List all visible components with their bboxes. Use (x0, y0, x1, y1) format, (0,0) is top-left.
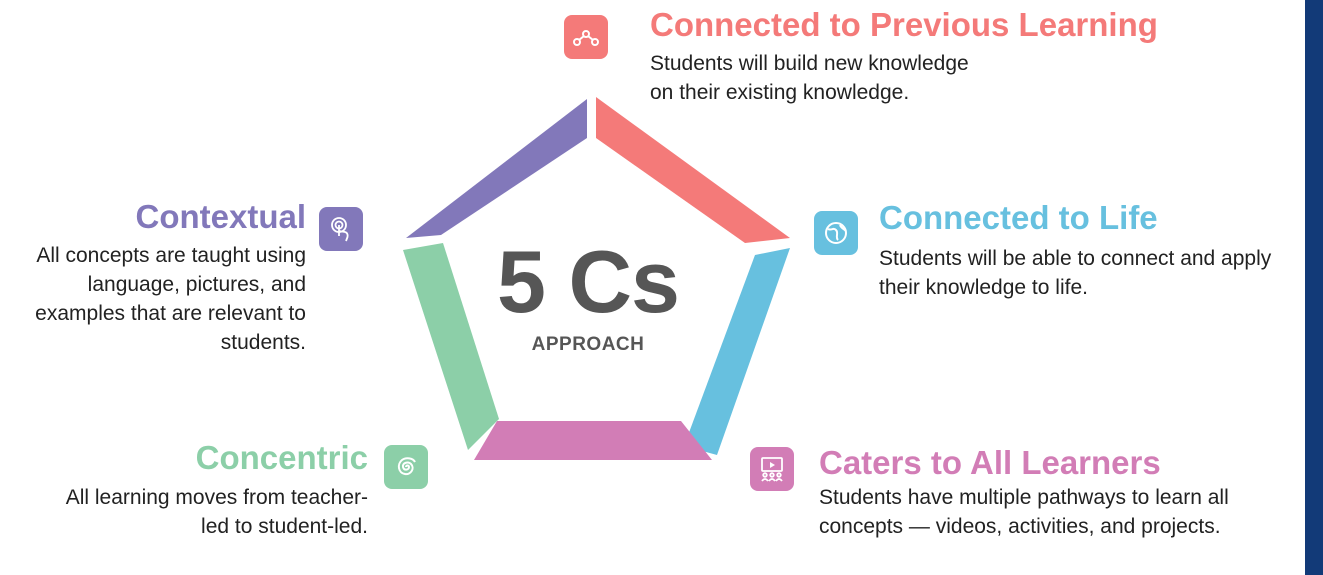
segment-concentric (403, 243, 499, 450)
center-subtitle: APPROACH (531, 334, 645, 355)
desc-concentric: All learning moves from teacher-led to s… (65, 486, 368, 538)
title-contextual: Contextual (135, 198, 306, 235)
desc-all-learners: Students have multiple pathways to learn… (819, 486, 1229, 538)
presentation-screen-icon (750, 447, 794, 491)
title-all-learners: Caters to All Learners (819, 444, 1161, 481)
desc-connected-to-life: Students will be able to connect and app… (879, 247, 1272, 299)
title-connected-to-life: Connected to Life (879, 199, 1158, 236)
touch-hand-icon (319, 207, 363, 251)
globe-icon (814, 211, 858, 255)
segment-previous-learning (596, 97, 790, 243)
segment-all-learners (474, 421, 712, 460)
title-concentric: Concentric (195, 439, 368, 476)
title-previous-learning: Connected to Previous Learning (650, 6, 1158, 43)
desc-contextual: All concepts are taught using language, … (35, 244, 306, 354)
nodes-network-icon (564, 15, 608, 59)
center-title: 5 Cs (497, 232, 680, 331)
segment-contextual (406, 99, 587, 238)
side-accent-bar (1305, 0, 1323, 575)
desc-previous-learning: Students will build new knowledge on the… (650, 52, 969, 104)
spiral-icon (384, 445, 428, 489)
segment-connected-to-life (684, 248, 790, 455)
